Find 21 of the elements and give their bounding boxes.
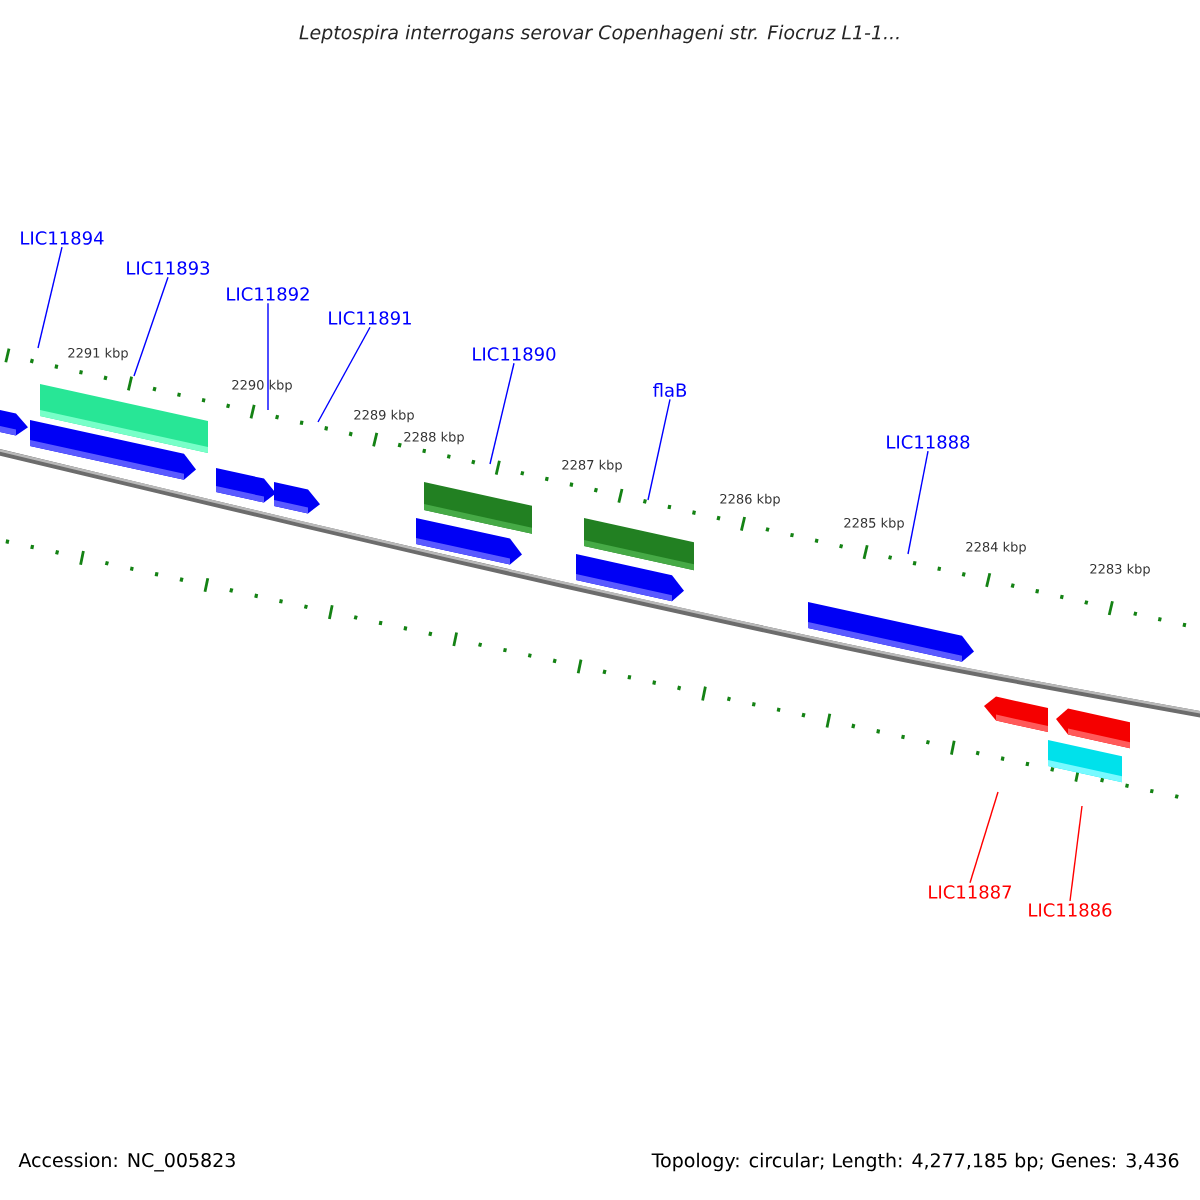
leader-line <box>969 791 999 884</box>
accession-note: Accession: NC_005823 <box>18 1152 235 1172</box>
gene-label: LIC11890 <box>473 347 556 361</box>
gene-label: LIC11892 <box>227 287 309 301</box>
leader-line <box>647 398 671 501</box>
gene-label: LIC11886 <box>1029 903 1112 917</box>
leader-line <box>489 362 515 465</box>
gene-label: LIC11894 <box>21 231 104 245</box>
leader-line <box>133 276 169 377</box>
gene-label: LIC11888 <box>887 435 970 449</box>
gene-label: LIC11891 <box>329 311 411 325</box>
leader-line <box>907 450 929 555</box>
gene-label: LIC11893 <box>127 261 210 275</box>
leader-line <box>1069 805 1083 902</box>
genome-stats-note: Topology: circular; Length: 4,277,185 bp; Genes: 3,436 <box>651 1152 1179 1172</box>
leader-line <box>267 302 269 411</box>
leader-line <box>37 246 63 349</box>
leader-line <box>317 326 371 423</box>
gene-label: LIC11887 <box>929 885 1012 899</box>
gene-label: flaB <box>653 383 687 397</box>
title: Leptospira interrogans serovar Copenhageni str. Fiocruz L1-1... <box>299 24 899 44</box>
